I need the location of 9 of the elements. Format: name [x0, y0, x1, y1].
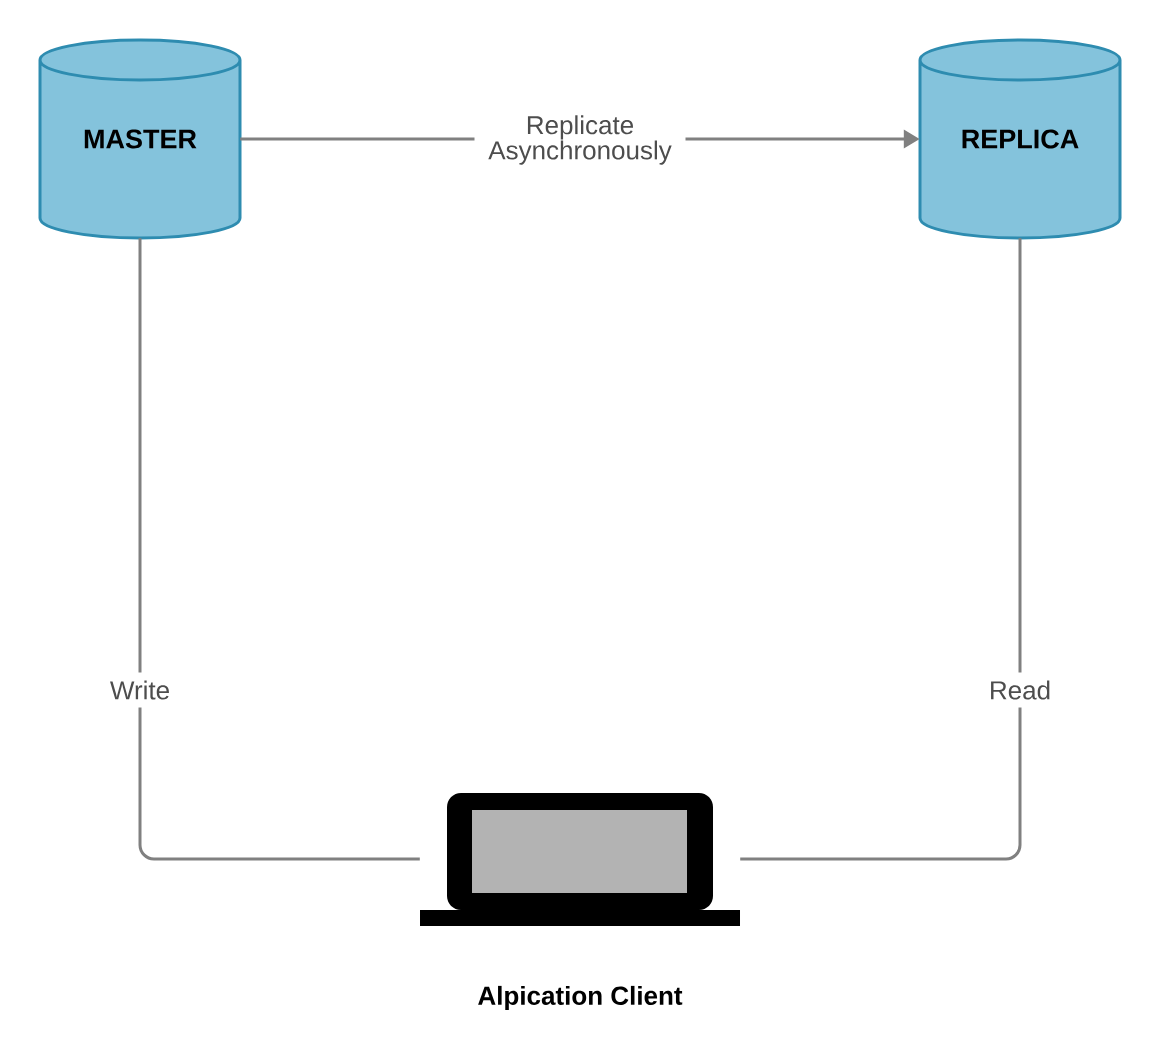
laptop-icon: [420, 793, 740, 926]
connector-line: [138, 238, 420, 861]
node-caption: Alpication Client: [478, 985, 683, 1011]
database-cylinder: MASTER: [38, 38, 242, 240]
database-cylinder: REPLICA: [918, 38, 1122, 240]
edge-label: Replicate Asynchronously: [474, 107, 686, 173]
edge-label: Write: [101, 672, 179, 708]
connector-line: [740, 238, 1022, 861]
edge-label: Read: [980, 672, 1060, 708]
